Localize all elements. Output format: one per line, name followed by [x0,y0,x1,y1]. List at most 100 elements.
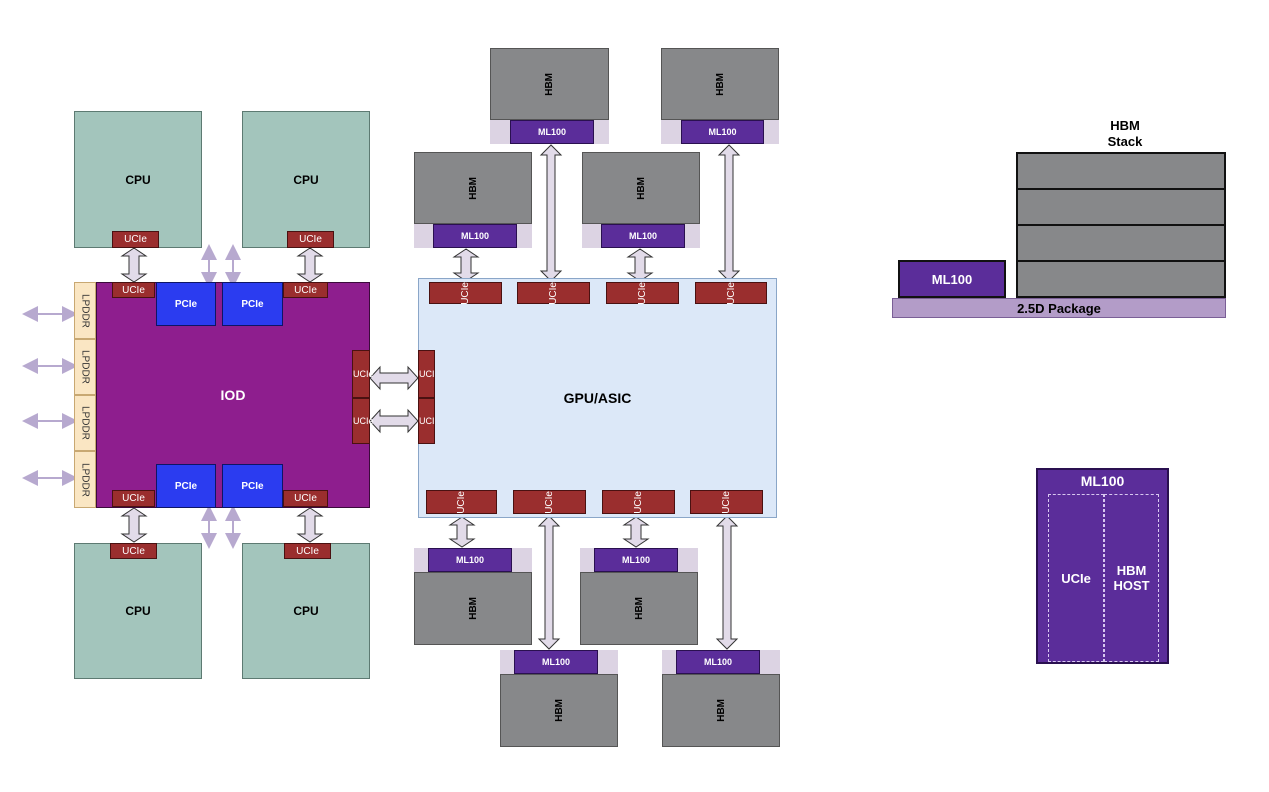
cpu-top-right: CPU [242,111,370,248]
gpu-ucie-top: UCIe [695,282,767,304]
cpu-bottom-right: CPU [242,543,370,679]
hbm-die: HBM [500,674,618,747]
hbm-stack-layer [1016,188,1226,226]
pcie-block: PCIe [222,464,283,508]
stack-title-line1: HBM [1110,118,1140,133]
hbm-label: HBM [715,699,727,722]
hbm-stack-layer [1016,224,1226,262]
ucie-label: UCIe [122,545,145,557]
stack-ml100: ML100 [898,260,1006,298]
ucie-label: UCIe [456,490,467,514]
cpu-label: CPU [125,604,151,618]
stack-title-line2: Stack [1107,134,1143,149]
gpu-ucie-bottom: UCIe [513,490,586,514]
hbm-label: HBM [553,699,565,722]
gpu-ucie-side: UCIe [418,350,435,398]
pcie-block: PCIe [222,282,283,326]
hbm-label: HBM [544,72,555,96]
hbm-label: HBM [467,597,479,620]
ml100-label: ML100 [460,231,489,241]
ml100-label: ML100 [703,657,732,667]
lpddr-label: LPDDR [79,293,91,328]
ml100-label: ML100 [621,555,650,565]
iod-ucie-side: UCIe [352,350,374,398]
gpu-ucie-bottom: UCIe [602,490,675,514]
ml100-chiplet: ML100 [601,224,685,248]
gpu-ucie-side: UCIe [418,398,435,444]
pcie-label: PCIe [241,480,264,492]
ml100-label: ML100 [541,657,570,667]
gpu-ucie-bottom: UCIe [690,490,763,514]
cpu-ucie: UCIe [112,231,159,248]
ml100-label: ML100 [708,127,737,137]
ml100-chiplet: ML100 [514,650,598,674]
pcie-label: PCIe [174,480,198,492]
package-label: 2.5D Package [1017,300,1101,316]
ml100-chiplet: ML100 [433,224,517,248]
hbm-die: HBM [414,152,532,224]
cpu-label: CPU [125,172,151,187]
iod-ucie-side: UCIe [352,398,374,444]
cpu-bottom-left: CPU [74,543,202,679]
pcie-block: PCIe [156,464,216,508]
hbm-label: HBM [714,72,726,96]
cpu-ucie: UCIe [110,543,157,559]
ml100-chiplet: ML100 [676,650,760,674]
iod-ucie: UCIe [283,490,328,507]
block-arrows [120,144,741,650]
ucie-label: UCIe [633,490,644,514]
ml100-label: ML100 [628,231,657,241]
hbm-die: HBM [662,674,780,747]
cpu-label: CPU [293,172,319,187]
pcie-arrows [201,244,241,549]
hbm-stack-layer [1016,152,1226,190]
ucie-label: UCIe [294,284,317,296]
gpu-ucie-top: UCIe [606,282,679,304]
ucie-label: UCIe [122,284,145,296]
ucie-label: UCIe [122,493,145,504]
ucie-label: UCIe [294,493,317,504]
ml100-detail-title: ML100 [1080,473,1125,489]
ucie-label: UCIe [637,281,648,305]
pcie-block: PCIe [156,282,216,326]
hbm-stack-layer [1016,260,1226,298]
gpu-ucie-top: UCIe [429,282,502,304]
ucie-label: UCIe [548,281,559,305]
pcie-label: PCIe [241,298,264,310]
hbm-die: HBM [414,572,532,645]
stack-title: HBM Stack [1080,118,1170,150]
lpddr-block: LPDDR [74,282,96,339]
ml100-ucie-region: UCIe [1048,494,1104,662]
cpu-top-left: CPU [74,111,202,248]
iod-ucie: UCIe [112,282,155,298]
hbm-host-line2: HOST [1113,578,1150,593]
stack-ml100-label: ML100 [931,271,973,287]
ucie-label: UCIe [124,234,147,245]
ucie-label: UCIe [296,545,319,557]
hbm-label: HBM [633,597,645,620]
pcie-label: PCIe [174,298,198,310]
ml100-ucie-label: UCIe [1061,570,1091,586]
ml100-detail: ML100 UCIe HBM HOST [1036,468,1169,664]
lpddr-block: LPDDR [74,451,96,508]
gpu-ucie-bottom: UCIe [426,490,497,514]
ucie-label: UCIe [460,281,471,305]
gpu-asic-block: GPU/ASIC [418,278,777,518]
lpddr-arrows [22,306,78,486]
cpu-ucie: UCIe [284,543,331,559]
ml100-label: ML100 [537,127,566,137]
ml100-chiplet: ML100 [510,120,594,144]
ucie-label: UCIe [419,369,435,379]
ucie-label: UCIe [419,416,435,426]
hbm-label: HBM [467,176,479,200]
ml100-chiplet: ML100 [681,120,764,144]
ucie-label: UCIe [544,490,555,514]
gpu-label: GPU/ASIC [563,390,632,406]
ml100-chiplet: ML100 [594,548,678,572]
lpddr-block: LPDDR [74,339,96,395]
cpu-ucie: UCIe [287,231,334,248]
ucie-label: UCIe [353,416,374,426]
package-substrate: 2.5D Package [892,298,1226,318]
ucie-label: UCIe [353,369,374,379]
